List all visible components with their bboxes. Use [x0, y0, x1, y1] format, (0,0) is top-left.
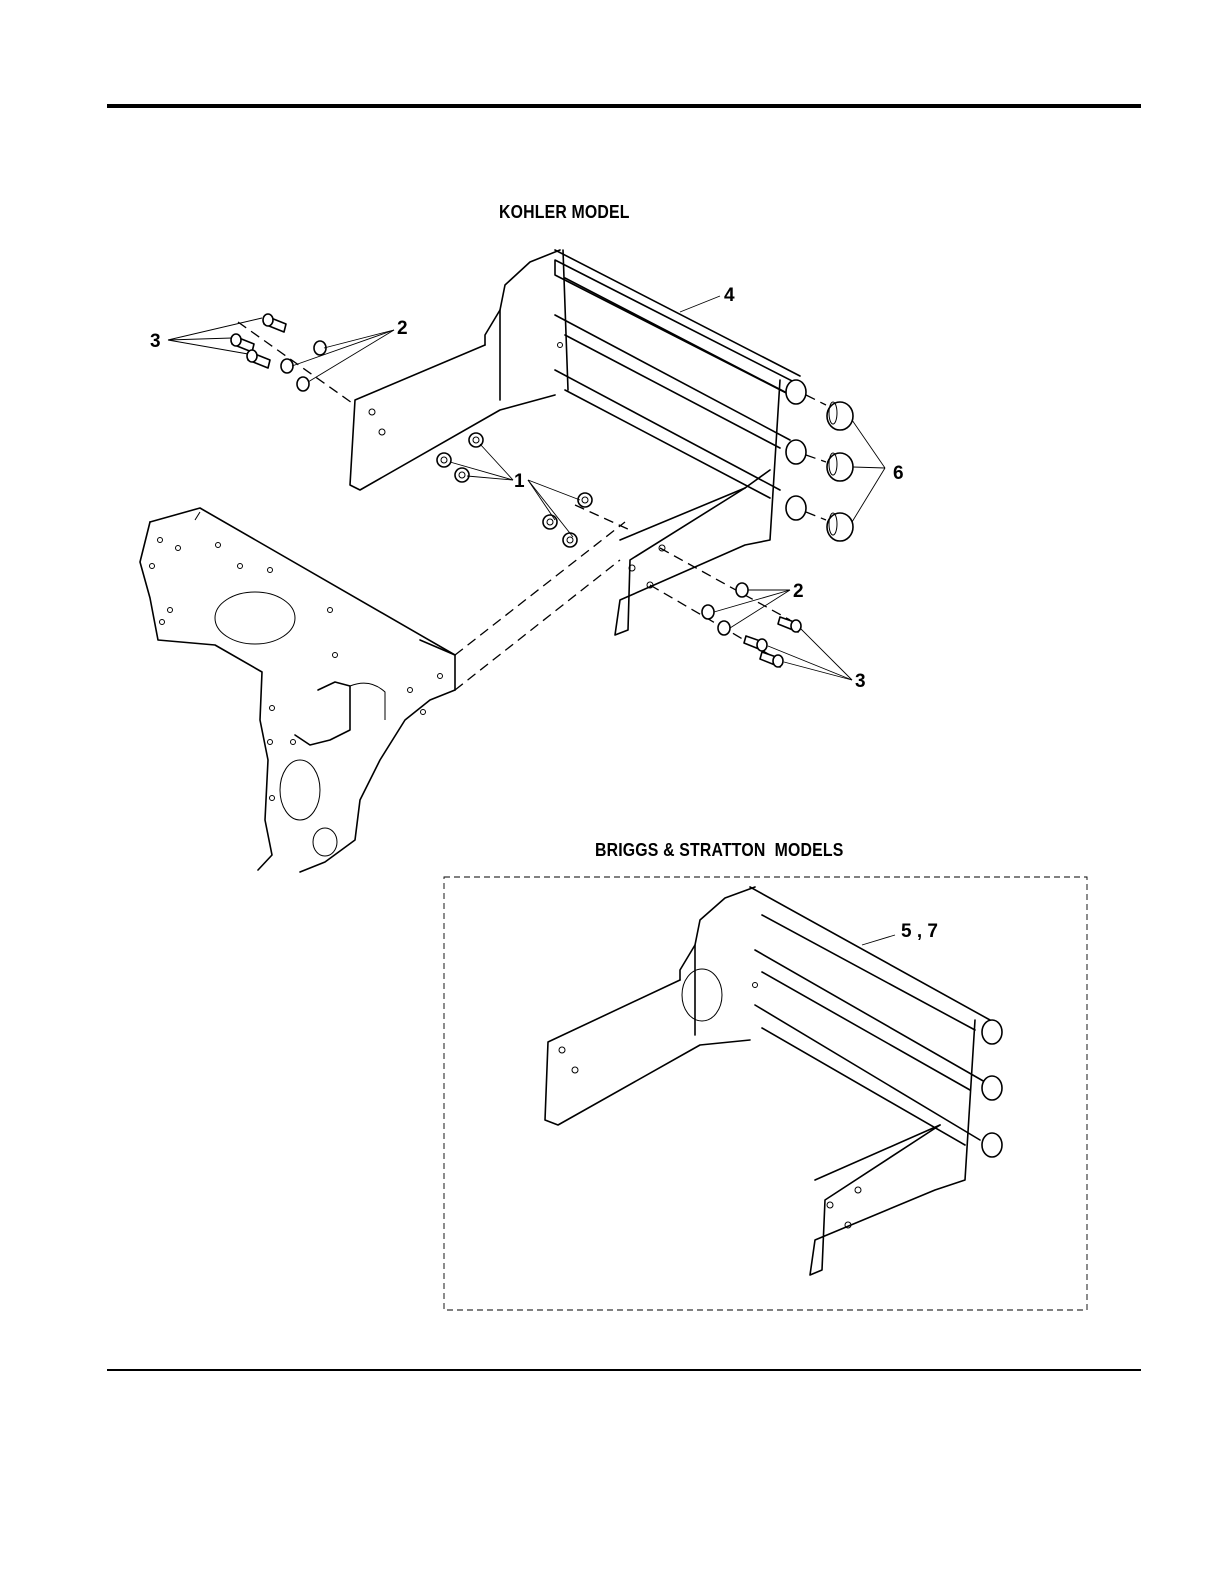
kohler-bracket [350, 250, 806, 635]
callout-3-right: 3 [855, 671, 866, 692]
briggs-bracket [545, 887, 1002, 1275]
frame-part [140, 508, 455, 872]
callout-2-right: 2 [793, 581, 804, 602]
alignment-lines [238, 322, 790, 690]
callout-5-7: 5 , 7 [901, 921, 938, 942]
callout-4: 4 [724, 285, 735, 306]
hardware-plugs [806, 395, 853, 541]
callout-2-left: 2 [397, 318, 408, 339]
callout-6: 6 [893, 463, 904, 484]
callout-1: 1 [514, 471, 525, 492]
callout-3-left: 3 [150, 331, 161, 352]
